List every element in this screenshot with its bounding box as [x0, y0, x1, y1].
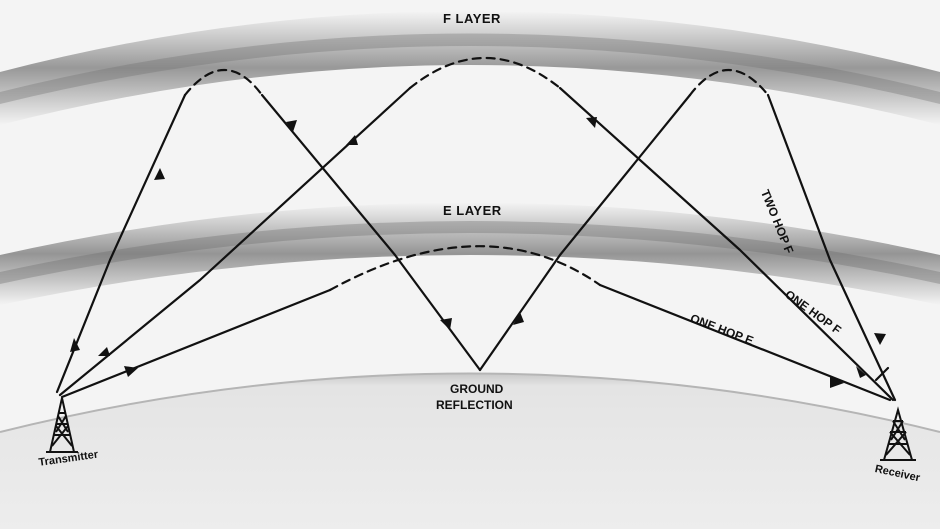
ray-two-hop-f-up2 — [478, 93, 692, 372]
ray-one-hop-e-up — [60, 288, 332, 399]
f-layer-label: F LAYER — [443, 11, 501, 26]
arrow-two-hop-f-6 — [874, 333, 886, 345]
transmitter-tower-icon — [46, 397, 78, 453]
arrow-one-hop-f-3 — [586, 117, 597, 128]
f-layer-band-core — [0, 33, 940, 104]
arrow-two-hop-f-4 — [440, 318, 452, 330]
ray-two-hop-f-top2 — [688, 69, 770, 97]
arrow-one-hop-f-1 — [98, 347, 110, 356]
ground-reflection-label-line1: GROUND — [450, 382, 504, 396]
arrow-two-hop-f-2 — [154, 168, 165, 180]
e-layer-band-core — [0, 221, 940, 284]
receiver-angle-mark — [874, 366, 890, 382]
ground-reflection-label-line2: REFLECTION — [436, 398, 513, 412]
ray-two-hop-f-down2 — [766, 93, 897, 402]
ray-two-hop-f-top1 — [183, 69, 264, 97]
receiver-tower-icon — [880, 406, 916, 461]
ray-one-hop-f-down — [558, 86, 895, 402]
ray-one-hop-e-top — [328, 245, 602, 292]
ray-two-hop-f-down1 — [260, 93, 482, 372]
arrow-two-hop-f-1 — [70, 338, 80, 352]
f-layer-band — [0, 11, 940, 125]
e-layer-band — [0, 202, 940, 305]
arrow-two-hop-f-5 — [513, 312, 524, 325]
e-layer-label: E LAYER — [443, 203, 502, 218]
arrow-one-hop-e-2 — [830, 376, 844, 388]
arrow-one-hop-e-1 — [124, 366, 138, 377]
ray-one-hop-e-down — [598, 283, 892, 402]
arrow-one-hop-f-2 — [346, 135, 358, 145]
ray-one-hop-f-up — [58, 86, 412, 397]
arrow-one-hop-f-4 — [856, 366, 866, 378]
earth-horizon-line — [0, 372, 940, 433]
arrow-two-hop-f-3 — [286, 120, 297, 132]
earth-surface — [0, 373, 940, 529]
ray-one-hop-f-top — [408, 56, 562, 90]
